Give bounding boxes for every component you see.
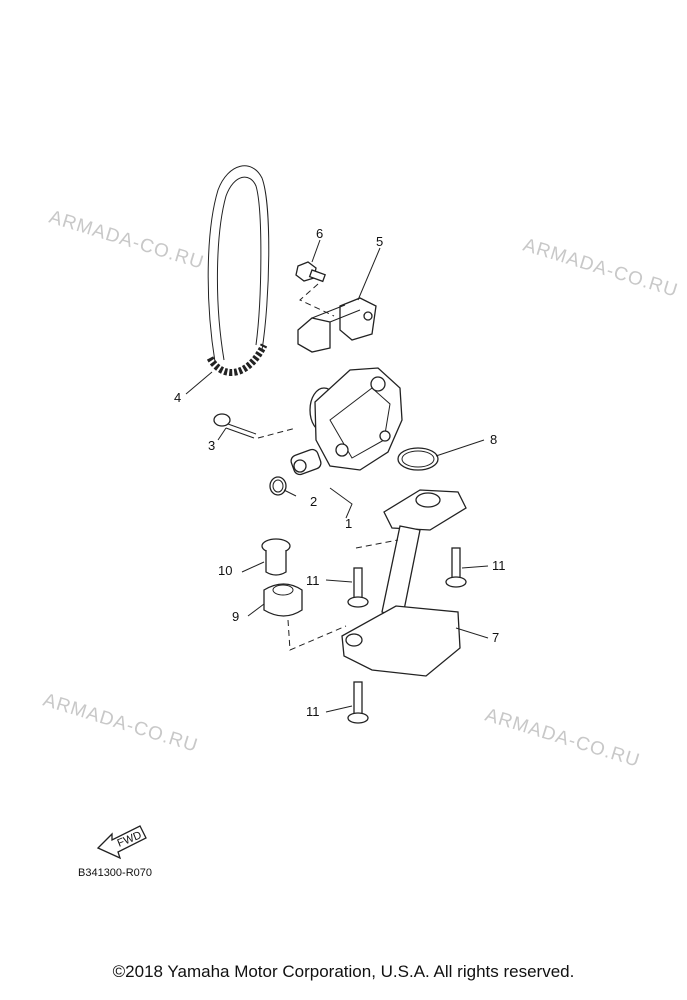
- callout-1: 1: [345, 516, 352, 531]
- collar-part-10: [261, 538, 291, 576]
- fwd-arrow-icon: FWD: [96, 825, 147, 860]
- drive-chain-part-4: [206, 165, 270, 376]
- leader-line-6: [311, 239, 321, 263]
- damper-part-9: [263, 583, 303, 617]
- oil-strainer-part-7: [341, 489, 467, 677]
- watermark-bottom-left: ARMADA-CO.RU: [41, 690, 201, 757]
- screw-part-3: [213, 413, 257, 439]
- callout-7: 7: [492, 630, 499, 645]
- leader-line-5: [357, 247, 381, 301]
- assembly-line-bolt-guide: [299, 283, 335, 317]
- watermark-top-left: ARMADA-CO.RU: [47, 207, 207, 274]
- callout-6: 6: [316, 226, 323, 241]
- leader-line-8: [435, 439, 485, 457]
- assembly-line-screw-pump: [257, 427, 297, 439]
- copyright-notice: ©2018 Yamaha Motor Corporation, U.S.A. A…: [112, 962, 575, 981]
- circlip-part-2: [269, 476, 287, 496]
- chain-guide-part-5: [297, 297, 377, 353]
- callout-11-bottom: 11: [306, 704, 320, 719]
- leader-line-11-right: [461, 565, 489, 569]
- callout-11-left: 11: [306, 573, 320, 588]
- leader-line-11-left: [325, 579, 353, 583]
- leader-line-10: [241, 561, 265, 573]
- leader-line-4: [185, 371, 213, 395]
- oil-pump-assembly-part-1: [290, 367, 403, 476]
- leader-line-11-bottom: [325, 705, 353, 713]
- bolt-part-6: [295, 261, 326, 283]
- callout-8: 8: [490, 432, 497, 447]
- diagram-code: B341300-R070: [78, 867, 152, 879]
- o-ring-part-8: [397, 447, 439, 471]
- callout-11-right: 11: [492, 558, 506, 573]
- callout-9: 9: [232, 609, 239, 624]
- callout-10: 10: [218, 563, 232, 578]
- leader-line-3: [217, 427, 227, 441]
- callout-5: 5: [376, 234, 383, 249]
- leader-line-2: [283, 489, 297, 497]
- watermark-bottom-right: ARMADA-CO.RU: [483, 705, 643, 772]
- leader-line-1: [329, 487, 353, 519]
- leader-line-9: [247, 603, 265, 617]
- callout-3: 3: [208, 438, 215, 453]
- leader-line-7: [455, 627, 489, 639]
- bolt-part-11-bottom: [347, 681, 369, 724]
- assembly-line-damper-strainer: [287, 619, 347, 651]
- bolt-part-11-right: [445, 547, 467, 588]
- callout-4: 4: [174, 390, 181, 405]
- bolt-part-11-left: [347, 567, 369, 608]
- callout-2: 2: [310, 494, 317, 509]
- watermark-top-right: ARMADA-CO.RU: [521, 235, 681, 302]
- assembly-line-bolt-strainer: [355, 539, 399, 549]
